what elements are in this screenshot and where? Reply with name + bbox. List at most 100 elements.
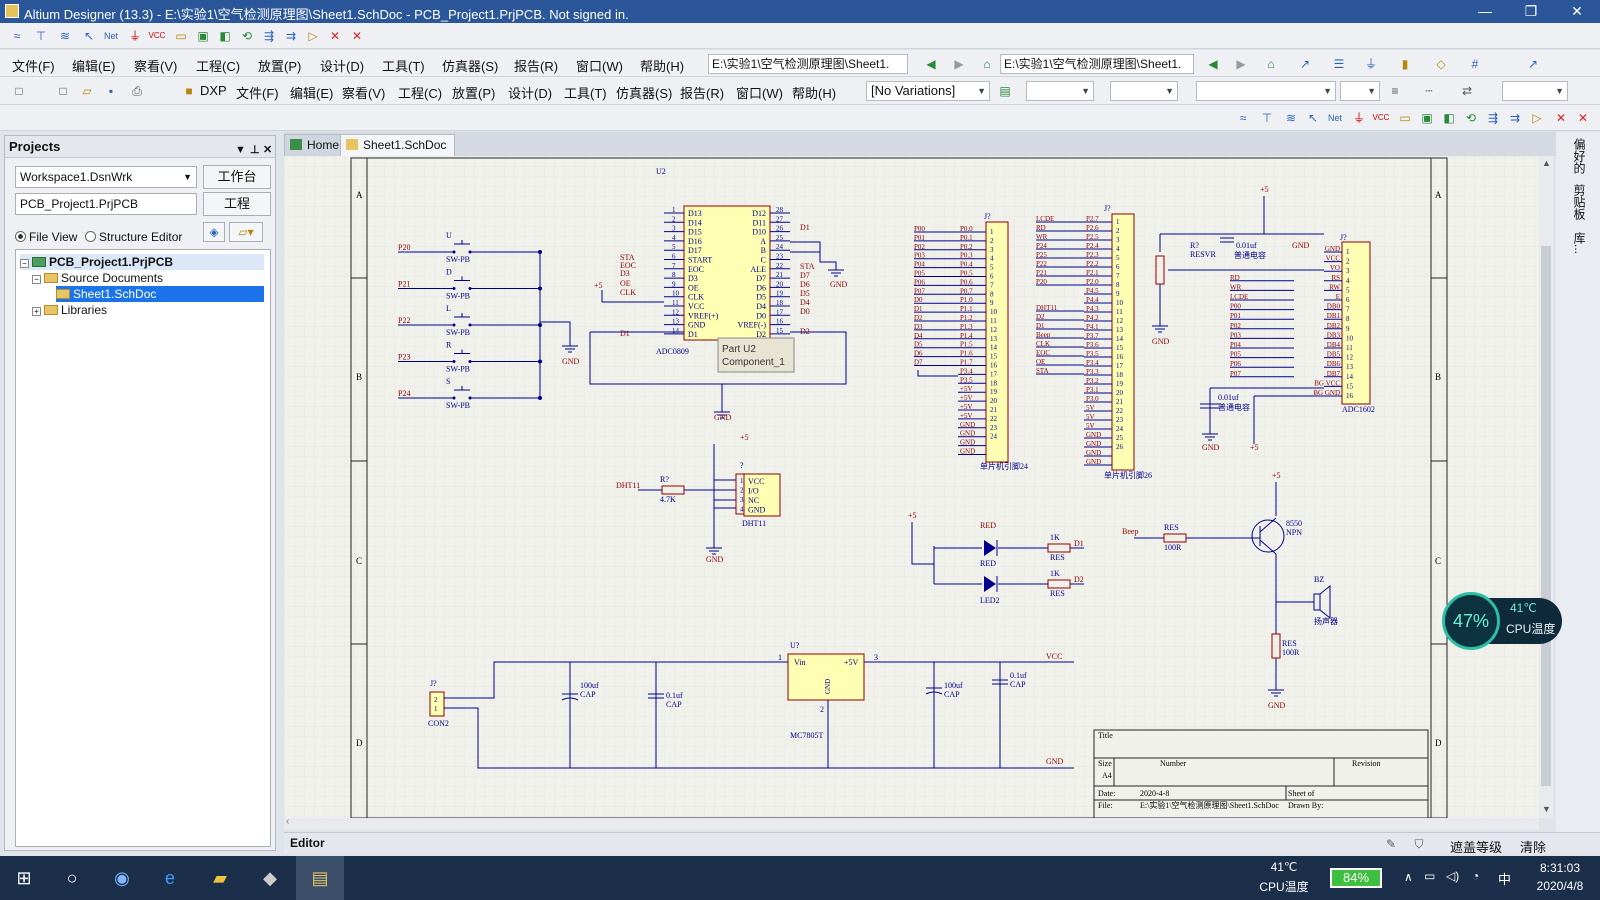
battery-indicator[interactable]: 84% [1330, 868, 1382, 888]
line-width-icon[interactable]: ≡ [1391, 84, 1399, 98]
menu2-design[interactable]: 设计(D) [508, 86, 553, 101]
forward-icon-2[interactable]: ▶ [1236, 57, 1246, 71]
file-explorer-icon[interactable]: ▰ [213, 868, 227, 888]
file-view-radio[interactable]: File View [15, 230, 77, 244]
scroll-down-icon[interactable]: ▼ [1542, 804, 1551, 814]
back-icon[interactable]: ◀ [926, 57, 936, 71]
altium-taskbar-icon[interactable]: ▤ [296, 856, 344, 900]
empty-combo-1[interactable]: ▼ [1026, 81, 1094, 101]
tab-home[interactable]: Home [284, 134, 349, 156]
menu2-place[interactable]: 放置(P) [452, 86, 496, 101]
bus-icon[interactable]: ⊤ [35, 29, 47, 43]
beeper-circuit[interactable]: +5 Beep RES 100R 8550 NPN BZ 扬声器 RES 100… [1122, 471, 1338, 710]
scroll-thumb[interactable] [1541, 246, 1551, 786]
empty-combo-4[interactable]: ▼ [1340, 81, 1380, 101]
vertical-scrollbar[interactable]: ▲▼ [1539, 156, 1553, 818]
new-icon[interactable]: □ [59, 84, 67, 98]
panel-menu-icon[interactable]: ▼ [235, 144, 246, 156]
project-field[interactable]: PCB_Project1.PrjPCB [15, 193, 197, 215]
project-options-icon[interactable]: ◈ [203, 222, 225, 242]
workspace-dropdown[interactable]: Workspace1.DsnWrk▼ [15, 166, 197, 188]
app-icon-blue[interactable]: ◉ [114, 868, 130, 888]
menu2-dxp[interactable]: DXP [200, 83, 227, 98]
filter-icon[interactable]: ⛉ [1414, 837, 1424, 851]
dock-tab-favorites[interactable]: 偏好的 [1572, 138, 1586, 174]
harness-connector-icon[interactable]: ⇶ [263, 29, 275, 43]
harness-entry-icon-2[interactable]: ⇉ [1509, 111, 1521, 125]
part-icon-2[interactable]: ▭ [1399, 111, 1411, 125]
menu-simulator[interactable]: 仿真器(S) [442, 59, 499, 74]
dock-tab-libraries[interactable]: 库... [1572, 232, 1586, 255]
menu-tools[interactable]: 工具(T) [382, 59, 425, 74]
new-doc-icon[interactable]: □ [15, 84, 23, 98]
line-style-icon[interactable]: ┄ [1425, 84, 1433, 98]
no-erc-icon-2[interactable]: ✕ [1555, 111, 1567, 125]
panel-close-icon[interactable]: ✕ [263, 144, 273, 156]
signal-harness-icon[interactable]: ↖ [83, 29, 95, 43]
tree-item-source-documents[interactable]: −Source Documents [32, 270, 163, 286]
vcc-port-icon-2[interactable]: VCC [1372, 113, 1390, 122]
bus-icon-2[interactable]: ⊤ [1261, 111, 1273, 125]
menu2-tools[interactable]: 工具(T) [564, 86, 607, 101]
device-sheet-icon-2[interactable]: ⟲ [1465, 111, 1477, 125]
menu2-window[interactable]: 窗口(W) [736, 86, 783, 101]
menu2-file[interactable]: 文件(F) [236, 86, 279, 101]
empty-combo-3[interactable]: ▼ [1196, 81, 1336, 101]
navigation-path-2[interactable]: E:\实验1\空气检测原理图\Sheet1. [1000, 54, 1194, 74]
menu2-project[interactable]: 工程(C) [398, 86, 443, 101]
device-sheet-icon[interactable]: ⟲ [241, 29, 253, 43]
cpu-gauge-widget[interactable]: 47% 41℃ CPU温度 [1442, 592, 1564, 650]
save-icon[interactable]: ▪ [108, 84, 114, 98]
dock-tab-clipboard[interactable]: 剪贴板 [1572, 184, 1586, 220]
menu-project[interactable]: 工程(C) [196, 59, 241, 74]
harness-conn-icon-2[interactable]: ⇶ [1487, 111, 1499, 125]
vcc-port-icon[interactable]: VCC [148, 31, 166, 40]
net-label-icon-2[interactable]: Net [1327, 113, 1342, 123]
menu-file[interactable]: 文件(F) [12, 59, 55, 74]
navigation-path-1[interactable]: E:\实验1\空气检测原理图\Sheet1. [708, 54, 908, 74]
port-icon[interactable]: ▷ [308, 29, 318, 43]
sheet-entry-icon[interactable]: ◧ [219, 29, 231, 43]
home-nav-icon[interactable]: ⌂ [983, 57, 991, 71]
volume-icon[interactable]: ◁) [1446, 869, 1460, 883]
probe-icon[interactable]: ▮ [1401, 57, 1409, 71]
battery-icon[interactable]: ▭ [1424, 869, 1436, 883]
pin-icon[interactable]: ⊥ [250, 144, 260, 156]
align-icon[interactable]: ☰ [1333, 57, 1345, 71]
port-icon-2[interactable]: ▷ [1532, 111, 1542, 125]
variations-dropdown[interactable]: [No Variations]▼ [866, 81, 990, 101]
harness-entry-icon[interactable]: ⇉ [285, 29, 297, 43]
print-icon[interactable]: ⎙ [132, 84, 142, 98]
menu-window[interactable]: 窗口(W) [576, 59, 623, 74]
document-options-icon[interactable]: ▱▾ [229, 222, 263, 242]
scroll-left-icon[interactable]: ‹ [286, 816, 290, 827]
collapse-icon[interactable]: − [20, 259, 29, 268]
clear-button[interactable]: 清除 [1520, 840, 1547, 855]
wire-icon-2[interactable]: ≈ [1239, 111, 1247, 125]
select-icon[interactable]: ↗ [1299, 57, 1311, 71]
menu-reports[interactable]: 报告(R) [514, 59, 559, 74]
net-label-icon[interactable]: Net [103, 31, 118, 41]
scroll-up-icon[interactable]: ▲ [1542, 158, 1551, 168]
compile-mask-icon-2[interactable]: ✕ [1577, 111, 1589, 125]
collapse-icon[interactable]: − [32, 275, 41, 284]
sheet-symbol-icon[interactable]: ▣ [197, 29, 209, 43]
tree-item-libraries[interactable]: +Libraries [32, 302, 107, 318]
app-icon-avatar[interactable]: ◆ [263, 868, 277, 888]
clock-time[interactable]: 8:31:03 [1539, 861, 1581, 875]
ime-indicator[interactable]: 中 [1498, 872, 1512, 887]
menu2-help[interactable]: 帮助(H) [792, 86, 837, 101]
menu2-view[interactable]: 察看(V) [342, 86, 386, 101]
menu2-edit[interactable]: 编辑(E) [290, 86, 334, 101]
directive-icon[interactable]: ◇ [1436, 57, 1446, 71]
power-supply-circuit[interactable]: J? 2 1 CON2 U? Vin +5V GND 1 3 2 MC7805T… [428, 641, 1074, 769]
home-nav-icon-2[interactable]: ⌂ [1267, 57, 1275, 71]
mask-level-button[interactable]: 遮盖等级 [1450, 840, 1503, 855]
tab-sheet1[interactable]: Sheet1.SchDoc [340, 134, 456, 156]
grid-icon[interactable]: # [1471, 57, 1479, 71]
gnd-port-icon-2[interactable]: ⏚ [1352, 111, 1365, 125]
horizontal-scrollbar[interactable]: ‹ [284, 816, 1539, 830]
